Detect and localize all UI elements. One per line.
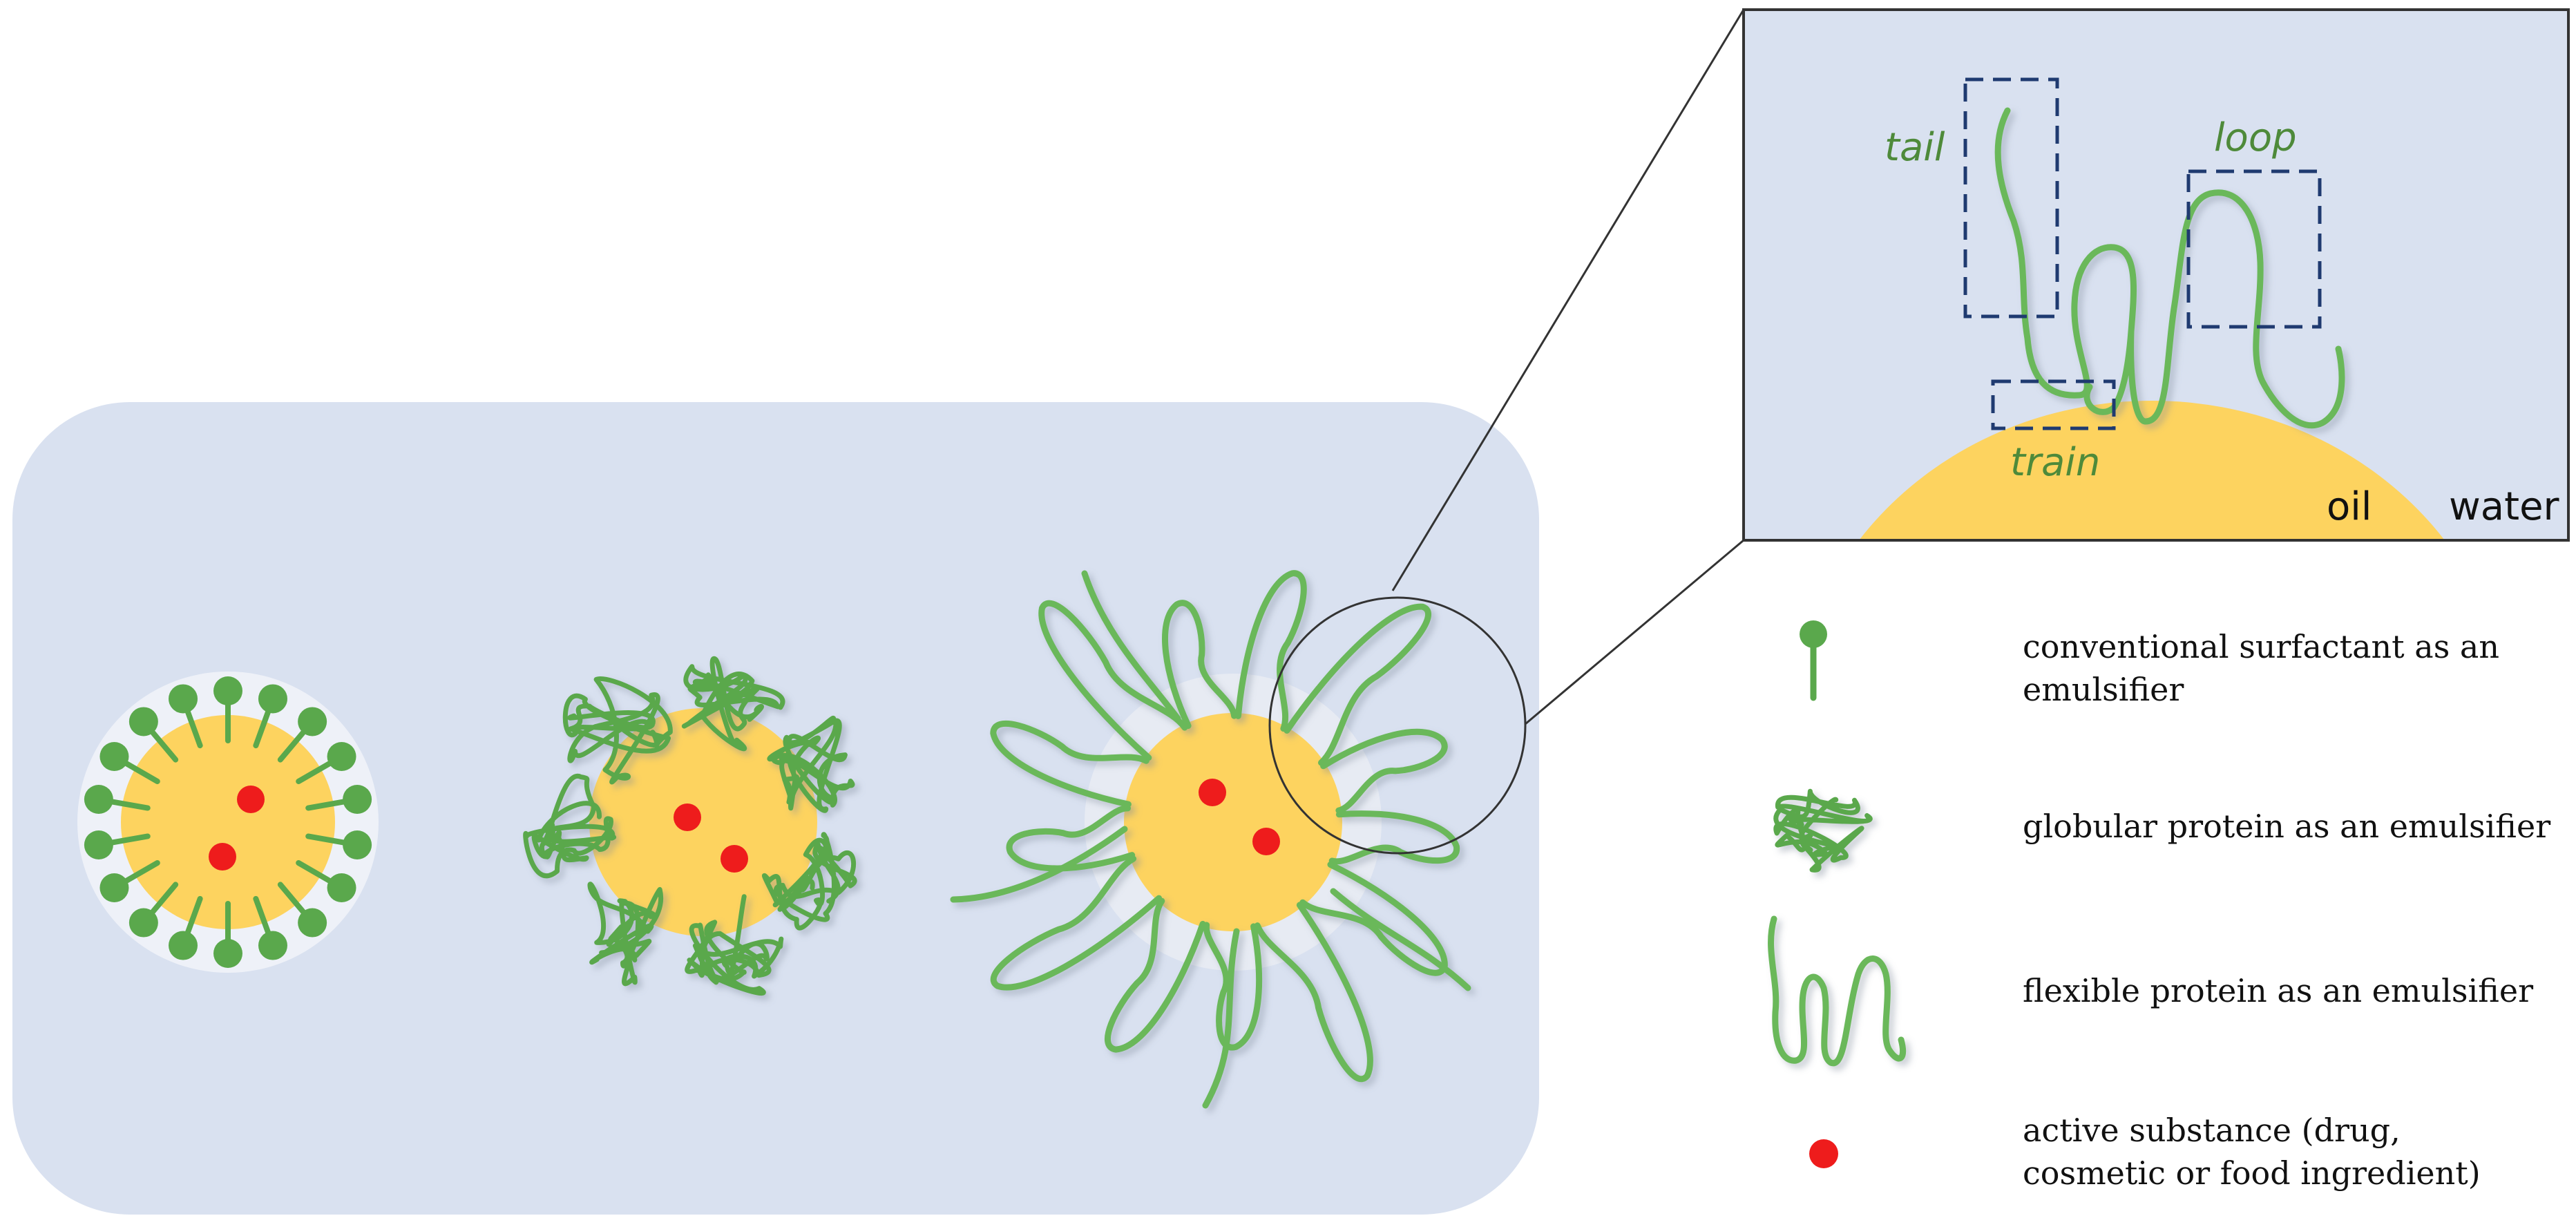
active-substance-dot <box>237 786 265 813</box>
surfactant-molecules <box>84 676 372 968</box>
oil-core <box>589 708 817 936</box>
surfactant-head <box>213 939 242 968</box>
legend-text-active-line2: cosmetic or food ingredient) <box>2023 1154 2481 1192</box>
globular-protein <box>761 832 857 931</box>
flexible-protein-strands <box>950 570 1471 1109</box>
surfactant-head <box>258 684 287 714</box>
surfactant-head <box>169 931 198 960</box>
legend: conventional surfactant as an emulsifier… <box>1768 620 2550 1192</box>
flexible-protein-strand <box>1284 603 1431 766</box>
flexible-protein-strand <box>1320 728 1448 814</box>
globular-proteins <box>523 656 857 996</box>
active-substance-dot <box>1199 779 1226 806</box>
surfactant-head <box>213 676 242 705</box>
active-substance-dot <box>674 803 701 831</box>
flexible-protein-strand <box>1162 600 1238 729</box>
flexible-protein-strand <box>1254 902 1373 1083</box>
flexible-protein-strand <box>990 720 1149 808</box>
globular-protein-droplet <box>523 656 857 996</box>
surfactant-head <box>128 908 158 938</box>
loop-box <box>2186 169 2322 329</box>
legend-text-active: active substance (drug, <box>2023 1112 2401 1149</box>
globular-protein-icon <box>1773 788 1873 873</box>
surfactant-head <box>327 873 356 902</box>
legend-text-surfactant: conventional surfactant as an <box>2023 628 2499 665</box>
surfactant-head <box>99 742 129 771</box>
globular-protein-icon-path <box>1773 788 1873 873</box>
flexible-protein-strand <box>1038 600 1188 761</box>
globular-protein <box>681 656 785 752</box>
globular-protein <box>685 894 784 996</box>
oil-core <box>1124 713 1342 931</box>
surfactant-head <box>128 707 158 736</box>
surfactant-head <box>99 873 129 902</box>
flexible-protein-droplet <box>950 570 1527 1109</box>
surfactant-head <box>84 830 113 859</box>
inset-oil-droplet <box>1859 401 2445 540</box>
train-label: train <box>2010 440 2100 485</box>
globular-protein <box>523 773 617 879</box>
globular-protein <box>562 676 673 785</box>
surfactant-head <box>258 931 287 960</box>
flexible-protein-tail <box>1202 928 1240 1109</box>
surfactant-head <box>298 908 327 938</box>
surfactant-droplet <box>77 672 379 973</box>
legend-text-flexible: flexible protein as an emulsifier <box>2023 972 2533 1009</box>
surfactant-head <box>84 785 113 815</box>
inset-frame <box>1742 8 2570 542</box>
surfactant-head <box>327 742 356 771</box>
legend-text-surfactant-line2: emulsifier <box>2023 671 2184 708</box>
interface-inset: tail loop train oil water <box>1742 8 2570 542</box>
active-substance-dot <box>721 845 748 873</box>
globular-protein <box>587 882 664 987</box>
water-label: water <box>2449 484 2560 529</box>
surfactant-head <box>343 785 372 815</box>
zoom-line-bottom <box>1525 539 1744 725</box>
globular-protein <box>767 715 855 813</box>
active-substance-icon <box>1809 1139 1838 1168</box>
surfactant-head <box>169 684 198 714</box>
inset-protein-chain <box>1994 107 2345 429</box>
zoom-line-top <box>1391 9 1745 591</box>
flexible-protein-strand <box>1105 897 1206 1053</box>
surfactant-head <box>343 830 372 859</box>
flexible-protein-icon <box>1768 915 1907 1067</box>
flexible-protein-strand <box>1328 810 1460 865</box>
train-box <box>1991 379 2116 430</box>
oil-core <box>121 715 335 929</box>
flexible-protein-tail <box>1330 888 1471 991</box>
surfactant-icon <box>1800 620 1827 701</box>
flexible-protein-tail <box>1081 570 1181 722</box>
tail-box <box>1963 77 2059 318</box>
loop-label: loop <box>2214 115 2297 160</box>
flexible-protein-strand <box>990 855 1163 991</box>
surfactant-head <box>298 707 327 736</box>
flexible-protein-tail <box>950 826 1128 903</box>
flexible-protein-strand <box>1203 922 1263 1051</box>
active-substance-dot <box>1252 828 1280 855</box>
tail-label: tail <box>1885 125 1945 170</box>
active-substance-dot <box>209 843 236 871</box>
legend-text-globular: globular protein as an emulsifier <box>2023 808 2550 845</box>
oil-label: oil <box>2327 484 2372 529</box>
flexible-protein-strand <box>1234 570 1307 732</box>
flexible-protein-strand <box>1299 861 1448 976</box>
magnifier-circle <box>1268 596 1527 855</box>
